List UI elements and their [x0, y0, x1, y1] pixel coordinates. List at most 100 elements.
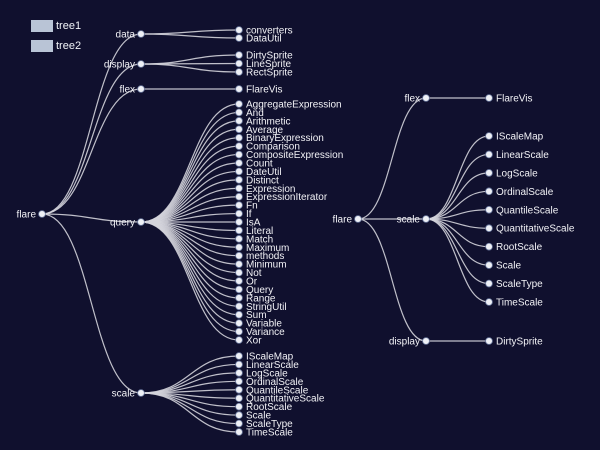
- tree1-query-variance-node-dot[interactable]: [235, 327, 243, 336]
- tree1-scale-rootscale-node-dot[interactable]: [235, 402, 243, 411]
- tree1-query-xor-node-dot[interactable]: [235, 336, 243, 344]
- tree2-scale-linearscale-node-dot[interactable]: [485, 150, 493, 159]
- tree2-root-node[interactable]: flare: [333, 215, 362, 226]
- tree1-query-range-node[interactable]: Range: [235, 293, 276, 304]
- tree1-query-and-node[interactable]: And: [235, 108, 264, 119]
- tree1-scale-node-dot[interactable]: [137, 389, 145, 397]
- tree1-query-aggregateexpression-node-dot[interactable]: [235, 100, 243, 108]
- tree2-flex-flarevis-node[interactable]: FlareVis: [485, 94, 533, 105]
- tree2-display-dirtysprite-node-dot[interactable]: [485, 337, 493, 345]
- tree1-query-stringutil-node[interactable]: StringUtil: [235, 302, 287, 313]
- tree1-query-expressioniterator-node[interactable]: ExpressionIterator: [235, 192, 328, 203]
- tree1-query-or-node[interactable]: Or: [235, 277, 258, 288]
- tree1-query-stringutil-node-dot[interactable]: [235, 302, 243, 311]
- tree1-query-expressioniterator-node-dot[interactable]: [235, 192, 243, 201]
- tree1-query-not-node[interactable]: Not: [235, 268, 262, 279]
- tree1-query-node-dot[interactable]: [137, 218, 145, 226]
- tree2-scale-timescale-node-dot[interactable]: [485, 298, 493, 306]
- tree1-query-methods-node[interactable]: methods: [235, 251, 285, 262]
- tree1-query-match-node[interactable]: Match: [235, 234, 274, 245]
- tree1-query-match-node-dot[interactable]: [235, 235, 243, 243]
- tree1-query-and-node-dot[interactable]: [235, 108, 243, 117]
- tree1-query-variance-node[interactable]: Variance: [235, 327, 286, 338]
- tree1-query-compositeexpression-node[interactable]: CompositeExpression: [235, 150, 344, 161]
- tree1-scale-quantilescale-node[interactable]: QuantileScale: [235, 385, 309, 396]
- tree1-query-comparison-node-dot[interactable]: [235, 142, 243, 150]
- tree1-root-node-dot[interactable]: [38, 210, 46, 218]
- tree1-display-dirtysprite-node-dot[interactable]: [235, 51, 243, 59]
- tree1-data-datautil-node[interactable]: DataUtil: [235, 34, 282, 45]
- tree2-scale-scale-node[interactable]: Scale: [485, 261, 522, 272]
- tree1-query-variable-node-dot[interactable]: [235, 319, 243, 327]
- tree1-scale-node[interactable]: scale: [112, 389, 145, 400]
- tree1-scale-timescale-node[interactable]: TimeScale: [235, 428, 294, 439]
- tree2-scale-quantilescale-node[interactable]: QuantileScale: [485, 205, 559, 216]
- tree2-scale-iscalemap-node[interactable]: IScaleMap: [485, 132, 544, 143]
- tree1-data-converters-node-dot[interactable]: [235, 26, 243, 34]
- tree1-query-isa-node[interactable]: IsA: [235, 218, 261, 229]
- tree2-display-dirtysprite-node[interactable]: DirtySprite: [485, 337, 544, 348]
- tree1-flex-node[interactable]: flex: [119, 85, 145, 96]
- tree1-display-rectsprite-node[interactable]: RectSprite: [235, 68, 294, 79]
- tree1-query-literal-node-dot[interactable]: [235, 226, 243, 235]
- tree2-flex-flarevis-node-dot[interactable]: [485, 94, 493, 102]
- tree2-root-node-dot[interactable]: [354, 215, 362, 223]
- tree1-flex-node-dot[interactable]: [137, 85, 145, 93]
- tree2-scale-rootscale-node[interactable]: RootScale: [485, 242, 543, 253]
- tree1-scale-logscale-node[interactable]: LogScale: [235, 368, 289, 379]
- tree1-query-query-node-dot[interactable]: [235, 285, 243, 294]
- tree1-query-distinct-node-dot[interactable]: [235, 176, 243, 184]
- tree1-query-minimum-node-dot[interactable]: [235, 260, 243, 268]
- legend-swatch-tree1[interactable]: [31, 20, 53, 32]
- tree1-query-isa-node-dot[interactable]: [235, 218, 243, 226]
- tree2-scale-rootscale-node-dot[interactable]: [485, 242, 493, 251]
- tree1-flex-flarevis-node[interactable]: FlareVis: [235, 85, 283, 96]
- tree2-scale-scale-node-dot[interactable]: [485, 261, 493, 269]
- tree1-scale-quantitativescale-node[interactable]: QuantitativeScale: [235, 394, 325, 405]
- tree1-query-maximum-node-dot[interactable]: [235, 243, 243, 252]
- tree1-query-or-node-dot[interactable]: [235, 277, 243, 285]
- tree1-data-datautil-node-dot[interactable]: [235, 34, 243, 42]
- tree1-root-node[interactable]: flare: [17, 210, 46, 221]
- tree1-query-expression-node[interactable]: Expression: [235, 184, 296, 195]
- tree2-scale-node[interactable]: scale: [397, 215, 430, 226]
- tree1-scale-ordinalscale-node[interactable]: OrdinalScale: [235, 377, 304, 388]
- legend-item-tree2[interactable]: tree2: [31, 39, 81, 53]
- tree2-flex-node-dot[interactable]: [422, 94, 430, 102]
- tree1-display-linesprite-node-dot[interactable]: [235, 59, 243, 68]
- tree1-scale-scale-node[interactable]: Scale: [235, 411, 272, 422]
- tree1-scale-iscalemap-node-dot[interactable]: [235, 352, 243, 360]
- tree1-scale-linearscale-node[interactable]: LinearScale: [235, 360, 300, 371]
- tree1-scale-linearscale-node-dot[interactable]: [235, 360, 243, 369]
- tree2-scale-iscalemap-node-dot[interactable]: [485, 132, 493, 140]
- tree1-query-maximum-node[interactable]: Maximum: [235, 243, 290, 254]
- tree2-scale-ordinalscale-node[interactable]: OrdinalScale: [485, 187, 554, 198]
- tree2-scale-ordinalscale-node-dot[interactable]: [485, 187, 493, 196]
- tree1-query-sum-node-dot[interactable]: [235, 310, 243, 319]
- tree1-query-binaryexpression-node[interactable]: BinaryExpression: [235, 133, 324, 144]
- tree2-scale-quantitativescale-node[interactable]: QuantitativeScale: [485, 224, 575, 235]
- tree2-scale-scaletype-node-dot[interactable]: [485, 279, 493, 288]
- tree2-display-node[interactable]: display: [389, 337, 430, 348]
- tree1-query-literal-node[interactable]: Literal: [235, 226, 274, 237]
- tree1-query-distinct-node[interactable]: Distinct: [235, 175, 279, 186]
- tree2-scale-linearscale-node[interactable]: LinearScale: [485, 150, 550, 161]
- tree1-query-range-node-dot[interactable]: [235, 294, 243, 302]
- tree1-query-average-node-dot[interactable]: [235, 125, 243, 134]
- tree1-display-linesprite-node[interactable]: LineSprite: [235, 59, 292, 70]
- tree1-query-expression-node-dot[interactable]: [235, 184, 243, 193]
- tree1-query-count-node-dot[interactable]: [235, 159, 243, 167]
- tree1-scale-timescale-node-dot[interactable]: [235, 428, 243, 436]
- tree1-query-methods-node-dot[interactable]: [235, 251, 243, 260]
- tree2-scale-quantilescale-node-dot[interactable]: [485, 205, 493, 214]
- tree2-scale-quantitativescale-node-dot[interactable]: [485, 224, 493, 233]
- tree1-query-variable-node[interactable]: Variable: [235, 319, 283, 330]
- tree1-scale-iscalemap-node[interactable]: IScaleMap: [235, 352, 294, 363]
- tree1-query-comparison-node[interactable]: Comparison: [235, 142, 300, 153]
- tree1-data-node-dot[interactable]: [137, 30, 145, 38]
- tree1-query-count-node[interactable]: Count: [235, 159, 273, 170]
- tree1-query-if-node[interactable]: If: [235, 209, 252, 220]
- tree1-display-node[interactable]: display: [104, 60, 145, 71]
- tree2-scale-timescale-node[interactable]: TimeScale: [485, 298, 544, 309]
- tree1-scale-scale-node-dot[interactable]: [235, 411, 243, 419]
